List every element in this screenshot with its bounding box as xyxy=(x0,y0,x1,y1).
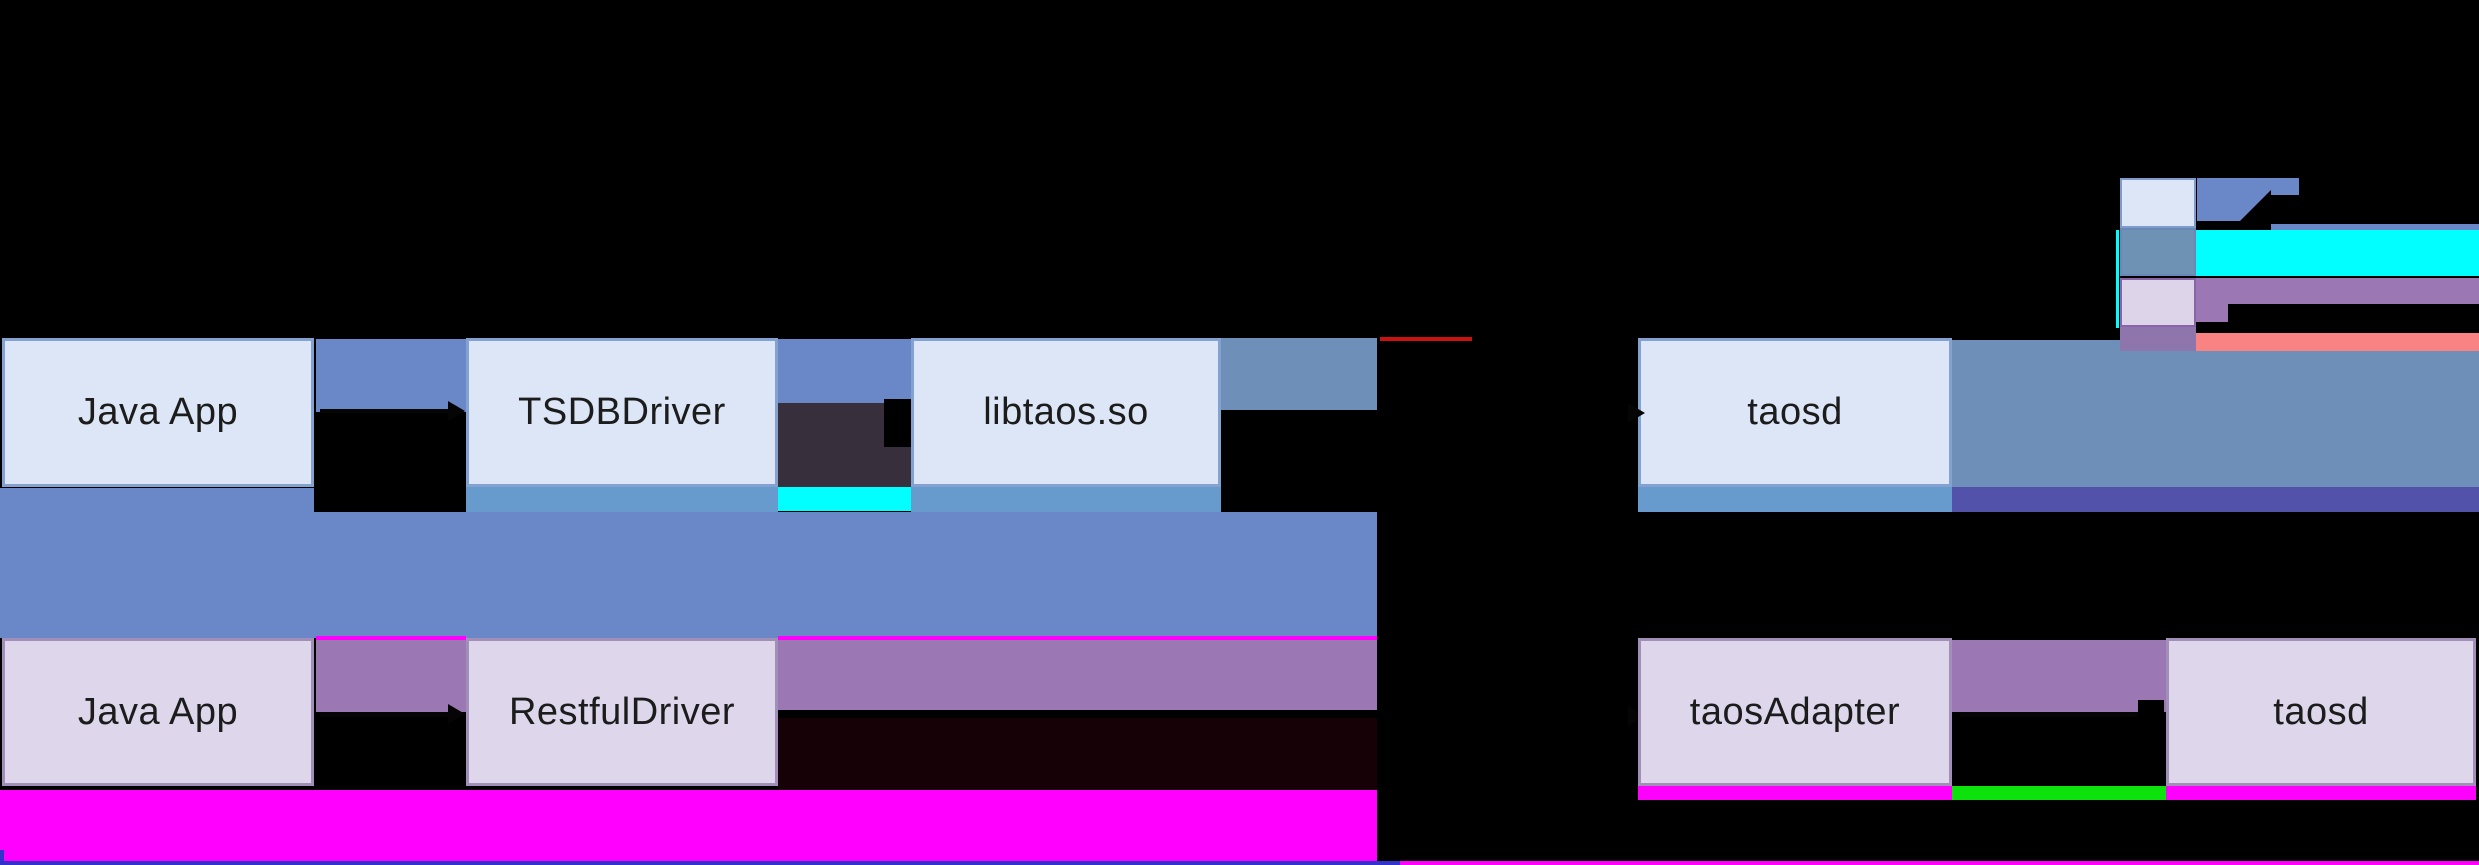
arrow-javaapp-to-restfuldriver xyxy=(320,712,450,717)
legend-band-1-line xyxy=(2271,224,2479,230)
node-tsdbdriver-label: TSDBDriver xyxy=(518,391,726,433)
rest-connector-zone-2 xyxy=(1952,640,2166,712)
http-label-area xyxy=(778,718,1377,790)
node-taosadapter-label: taosAdapter xyxy=(1689,690,1901,733)
client-zone-band-under-javaapp xyxy=(0,488,314,514)
arrowhead-libtaos xyxy=(884,399,911,447)
node-taosd-jni: taosd xyxy=(1638,338,1952,487)
magenta-strip-under-taosadapter xyxy=(1638,786,1952,800)
arrowhead-tsdbdriver xyxy=(448,401,465,421)
server-zone-region xyxy=(1952,340,2479,487)
legend-swatch-blue-box xyxy=(2120,178,2196,228)
node-java-app-rest-label: Java App xyxy=(77,690,239,733)
legend-band-2 xyxy=(2196,230,2479,276)
strip-under-tsdbdriver xyxy=(466,487,778,512)
rest-connector-zone-1 xyxy=(316,640,466,712)
arrow-javaapp-to-tsdbdriver xyxy=(320,409,450,413)
legend-swatch-lavender-box xyxy=(2120,278,2196,327)
legend-swatch-steel-box xyxy=(2120,228,2196,276)
node-restfuldriver: RestfulDriver xyxy=(466,638,778,786)
node-libtaos: libtaos.so xyxy=(911,338,1221,487)
magenta-edge-rest-zone xyxy=(316,636,466,640)
legend-band-3-nub xyxy=(2196,304,2228,322)
http-zone-divider xyxy=(778,710,1377,718)
magenta-strip-under-taosd xyxy=(2166,786,2476,800)
node-taosd-rest-label: taosd xyxy=(2273,690,2369,733)
legend-cyan-sliver xyxy=(2116,230,2119,328)
indigo-strip-server xyxy=(1952,487,2479,512)
legend-band-3 xyxy=(2196,278,2479,304)
red-line-network xyxy=(1380,337,1472,341)
arrowhead-taosd-jni xyxy=(1628,403,1645,423)
green-strip-rest xyxy=(1952,786,2166,800)
left-edge-blue-sliver xyxy=(0,850,4,865)
node-java-app-jni: Java App xyxy=(2,338,314,487)
node-taosadapter: taosAdapter xyxy=(1638,638,1952,786)
strip-under-taosd xyxy=(1638,487,1952,512)
arrowhead-restfuldriver xyxy=(448,704,465,724)
network-zone-left xyxy=(1221,338,1377,410)
jni-connector-zone-2 xyxy=(778,339,911,403)
cyan-strip-jni xyxy=(778,487,911,511)
magenta-band-bottom xyxy=(0,790,1377,862)
jni-connector-zone-1 xyxy=(316,339,466,412)
legend-band-1-step xyxy=(2271,178,2299,195)
node-taosd-jni-label: taosd xyxy=(1747,391,1843,433)
legend-swatch-purple-box xyxy=(2120,327,2196,351)
node-restfuldriver-label: RestfulDriver xyxy=(508,690,736,733)
strip-under-libtaos xyxy=(911,487,1221,512)
magenta-edge-rest-band xyxy=(778,636,1377,640)
node-java-app-jni-label: Java App xyxy=(77,391,239,433)
magenta-bottom-line-right xyxy=(1400,861,2479,865)
http-zone-band xyxy=(778,640,1377,710)
client-zone-band xyxy=(0,512,1377,638)
bottom-blue-line xyxy=(0,861,1400,865)
node-libtaos-label: libtaos.so xyxy=(983,391,1149,433)
node-taosd-rest: taosd xyxy=(2166,638,2476,786)
node-tsdbdriver: TSDBDriver xyxy=(466,338,778,487)
node-java-app-rest: Java App xyxy=(2,638,314,786)
arrowhead-taosd-rest xyxy=(2138,700,2164,726)
arrow-taosadapter-to-taosd xyxy=(1960,712,2140,717)
legend-band-4 xyxy=(2196,333,2479,351)
